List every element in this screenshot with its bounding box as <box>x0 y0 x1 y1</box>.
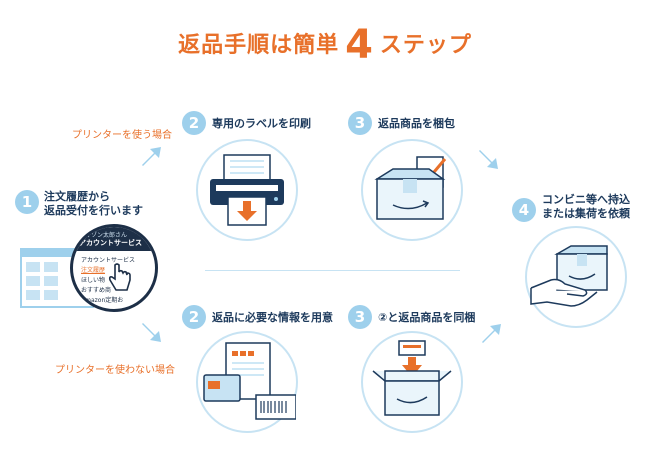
step2a-label: 専用のラベルを印刷 <box>212 117 311 130</box>
step2b-badge: 2 <box>182 305 206 329</box>
route-without-printer: プリンターを使わない場合 <box>55 365 175 376</box>
step3b-label: ②と返品商品を同梱 <box>378 311 476 324</box>
zoom-menu-item: おすすめ商 <box>81 287 112 294</box>
documents-circle <box>196 331 298 433</box>
arrow-icon <box>142 147 161 166</box>
step2a-badge: 2 <box>182 111 206 135</box>
route-with-printer: プリンターを使う場合 <box>72 130 172 141</box>
printer-circle <box>196 139 298 241</box>
zoom-user-name: アマゾン太郎さん <box>79 232 128 239</box>
title-prefix: 返品手順は簡単 <box>178 33 340 58</box>
title-number: 4 <box>345 22 374 68</box>
documents-icon <box>203 342 296 420</box>
step3b-badge: 3 <box>348 305 372 329</box>
step4-badge: 4 <box>512 198 536 222</box>
arrow-icon <box>479 150 498 169</box>
printer-icon <box>210 154 284 226</box>
zoom-menu-item: Amazon定期お <box>81 297 124 304</box>
account-menu-zoom: アマゾン太郎さん アカウントサービス アカウントサービス 注文履歴 ほしい物 お… <box>70 224 158 312</box>
cursor-hand-icon <box>108 263 131 291</box>
pack-circle <box>361 139 463 241</box>
zoom-menu-item: アカウントサービス <box>81 257 136 264</box>
step4-label: コンビニ等へ持込 または集荷を依頼 <box>542 193 630 220</box>
step2b-label: 返品に必要な情報を用意 <box>212 311 333 324</box>
zoom-menu-item-highlight: 注文履歴 <box>81 267 106 274</box>
step1-label: 注文履歴から 返品受付を行います <box>44 190 143 217</box>
open-box-icon <box>372 340 452 416</box>
step3a-badge: 3 <box>348 111 372 135</box>
zoom-menu-item: ほしい物 <box>81 277 106 284</box>
step1-badge: 1 <box>15 190 39 214</box>
hand-box-icon <box>530 245 608 307</box>
step3a-label: 返品商品を梱包 <box>378 117 455 130</box>
arrow-icon <box>142 323 161 342</box>
route-divider <box>205 270 460 271</box>
hand-box-circle <box>525 226 627 328</box>
arrow-icon <box>482 324 501 343</box>
box-check-icon <box>374 156 447 220</box>
title-suffix: ステップ <box>379 33 472 58</box>
open-box-circle <box>361 331 463 433</box>
zoom-menu-header: アカウントサービス <box>79 239 142 247</box>
